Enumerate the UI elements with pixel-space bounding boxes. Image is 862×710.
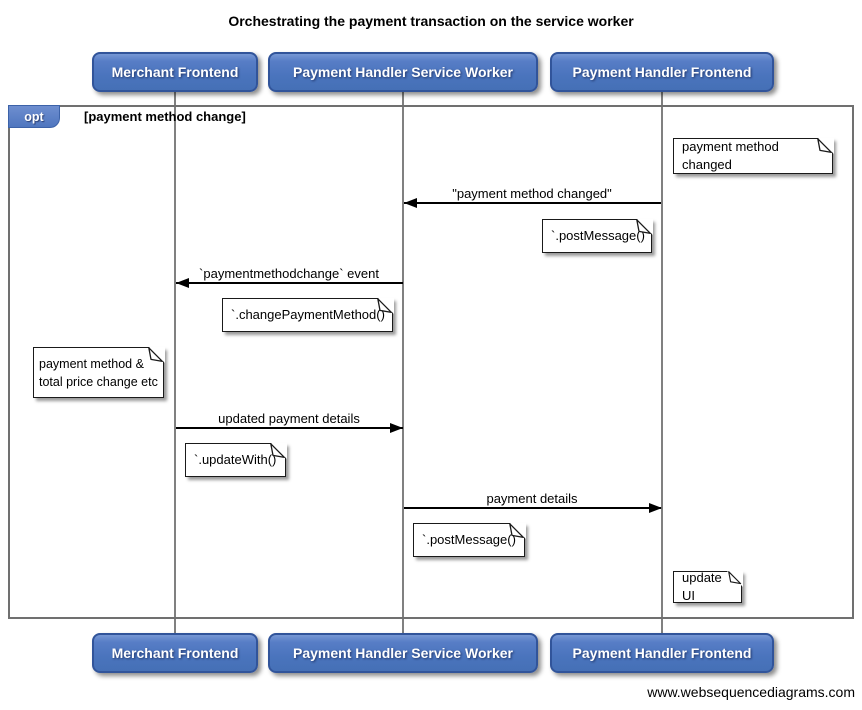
opt-fragment-frame: opt [payment method change] <box>8 105 854 619</box>
note-text: `.updateWith()` <box>194 452 281 467</box>
note-update-ui: update UI <box>673 570 743 603</box>
lifeline-payment-handler-service-worker <box>402 92 404 633</box>
message-label-updated-payment-details: updated payment details <box>218 411 360 426</box>
note-fold-icon <box>728 571 742 585</box>
note-postmessage-2: `.postMessage()` <box>413 522 526 557</box>
opt-keyword-label: opt <box>24 109 44 124</box>
message-line-2 <box>176 282 403 284</box>
note-postmessage-1: `.postMessage()` <box>542 218 653 253</box>
actor-box-service-worker-bottom: Payment Handler Service Worker <box>268 633 538 673</box>
note-change-payment-method: `.changePaymentMethod()` <box>222 297 394 332</box>
note-fold-icon <box>636 219 652 235</box>
message-label-paymentmethodchange-event: `paymentmethodchange` event <box>199 266 379 281</box>
actor-label: Payment Handler Frontend <box>572 64 752 80</box>
actor-box-merchant-frontend-top: Merchant Frontend <box>92 52 258 92</box>
actor-box-payment-handler-frontend-bottom: Payment Handler Frontend <box>550 633 774 673</box>
message-arrowhead-right-3 <box>390 423 403 433</box>
message-arrowhead-left-1 <box>404 198 417 208</box>
note-fold-icon <box>377 298 393 314</box>
message-line-1 <box>404 202 661 204</box>
message-line-4 <box>404 507 661 509</box>
opt-keyword-tab: opt <box>8 105 60 128</box>
note-fold-icon <box>817 138 833 154</box>
lifeline-payment-handler-frontend <box>661 92 663 633</box>
note-updatewith: `.updateWith()` <box>185 442 287 477</box>
lifeline-merchant-frontend <box>174 92 176 633</box>
actor-label: Payment Handler Service Worker <box>293 64 513 80</box>
note-text: `.postMessage()` <box>551 228 650 243</box>
note-text: payment method & total price change etc <box>39 356 158 389</box>
actor-label: Payment Handler Service Worker <box>293 645 513 661</box>
message-label-payment-method-changed: "payment method changed" <box>452 186 612 201</box>
note-text: update UI <box>682 570 722 603</box>
note-text: `.postMessage()` <box>422 532 521 547</box>
actor-box-merchant-frontend-bottom: Merchant Frontend <box>92 633 258 673</box>
actor-label: Merchant Frontend <box>111 64 239 80</box>
note-fold-icon <box>270 443 286 459</box>
opt-guard-label: [payment method change] <box>84 109 246 124</box>
note-fold-icon <box>509 523 525 539</box>
message-label-payment-details: payment details <box>486 491 578 506</box>
message-arrowhead-left-2 <box>176 278 189 288</box>
note-payment-method-total-price: payment method & total price change etc <box>33 346 165 398</box>
message-line-3 <box>176 427 403 429</box>
actor-box-payment-handler-frontend-top: Payment Handler Frontend <box>550 52 774 92</box>
note-text: payment method changed <box>682 139 779 172</box>
note-fold-icon <box>148 347 164 363</box>
actor-box-service-worker-top: Payment Handler Service Worker <box>268 52 538 92</box>
watermark-text: www.websequencediagrams.com <box>647 684 855 700</box>
actor-label: Payment Handler Frontend <box>572 645 752 661</box>
diagram-title: Orchestrating the payment transaction on… <box>228 13 634 29</box>
actor-label: Merchant Frontend <box>111 645 239 661</box>
message-arrowhead-right-4 <box>649 503 662 513</box>
note-text: `.changePaymentMethod()` <box>231 307 390 322</box>
note-payment-method-changed: payment method changed <box>673 137 834 174</box>
